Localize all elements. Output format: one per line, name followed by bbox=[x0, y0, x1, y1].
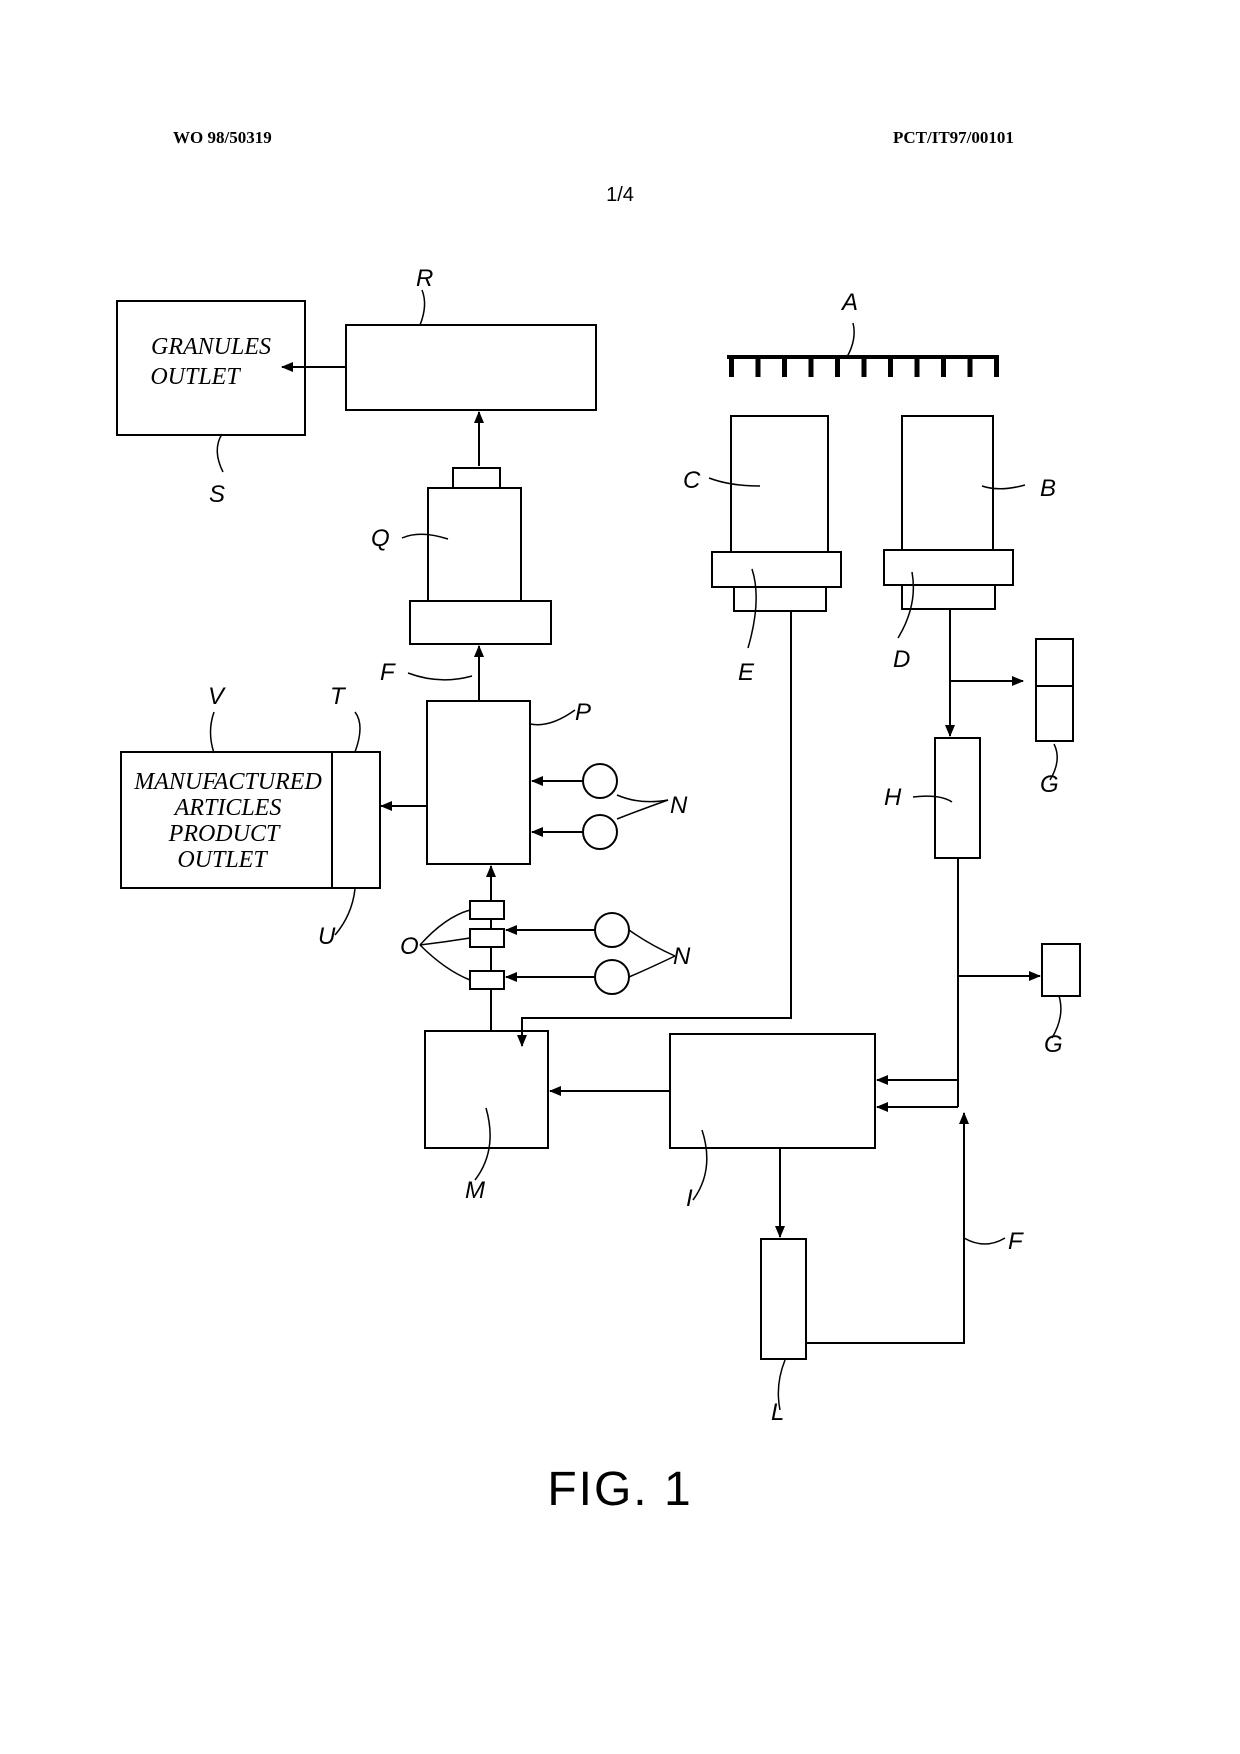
label-o: O bbox=[400, 933, 419, 960]
granules-outlet-line-2: OUTLET bbox=[150, 364, 241, 390]
box-l bbox=[760, 1238, 807, 1360]
comb-tooth bbox=[755, 355, 761, 377]
label-l: L bbox=[771, 1399, 784, 1426]
box-g-top bbox=[1035, 638, 1074, 742]
comb-tooth bbox=[914, 355, 920, 377]
label-a: A bbox=[840, 289, 858, 316]
label-v: V bbox=[208, 683, 226, 710]
label-i: I bbox=[686, 1185, 693, 1212]
label-d: D bbox=[893, 646, 910, 673]
label-t: T bbox=[330, 683, 347, 710]
comb-tooth bbox=[888, 355, 893, 377]
comb-tooth bbox=[941, 355, 946, 377]
sheet-number: 1/4 bbox=[606, 184, 634, 206]
product-outlet-box bbox=[120, 751, 381, 889]
product-outlet-line-2: ARTICLES bbox=[173, 795, 282, 821]
ports-o bbox=[469, 900, 505, 990]
comb-a bbox=[727, 355, 999, 377]
comb-tooth bbox=[835, 355, 840, 377]
comb-tooth bbox=[994, 355, 999, 377]
product-outlet-line-1: MANUFACTURED bbox=[133, 769, 322, 795]
label-f-bottom: F bbox=[1008, 1228, 1024, 1255]
label-p: P bbox=[575, 699, 591, 726]
label-u: U bbox=[318, 923, 336, 950]
unit-c-e bbox=[711, 415, 842, 612]
box-r bbox=[345, 324, 597, 411]
label-b: B bbox=[1040, 475, 1056, 502]
box-p bbox=[426, 700, 531, 865]
unit-q bbox=[409, 467, 552, 645]
application-number: PCT/IT97/00101 bbox=[893, 128, 1014, 147]
label-n-bottom: N bbox=[673, 943, 691, 970]
comb-tooth bbox=[861, 355, 867, 377]
box-g-bottom bbox=[1041, 943, 1081, 997]
label-g-bottom: G bbox=[1044, 1031, 1063, 1058]
comb-tooth bbox=[808, 355, 814, 377]
product-outlet-line-4: OUTLET bbox=[177, 847, 268, 873]
granules-outlet-text: GRANULES OUTLET bbox=[150, 334, 271, 390]
label-f-top: F bbox=[380, 659, 396, 686]
label-c: C bbox=[683, 467, 701, 494]
label-r: R bbox=[416, 265, 433, 292]
label-m: M bbox=[465, 1177, 485, 1204]
flow-lines bbox=[281, 362, 1041, 1344]
label-s: S bbox=[209, 481, 225, 508]
label-n-top: N bbox=[670, 792, 688, 819]
comb-tooth bbox=[782, 355, 787, 377]
label-q: Q bbox=[371, 525, 390, 552]
box-i bbox=[669, 1033, 876, 1149]
unit-b-d bbox=[883, 415, 1014, 610]
label-h: H bbox=[884, 784, 902, 811]
feeders-n bbox=[582, 763, 630, 995]
comb-tooth bbox=[967, 355, 973, 377]
label-e: E bbox=[738, 659, 755, 686]
leader-lines bbox=[209, 289, 1062, 1411]
product-outlet-text: MANUFACTURED ARTICLES PRODUCT OUTLET bbox=[133, 769, 322, 873]
figure-caption: FIG. 1 bbox=[547, 1463, 692, 1516]
publication-number: WO 98/50319 bbox=[173, 128, 272, 147]
comb-tooth bbox=[729, 355, 734, 377]
box-m bbox=[424, 1030, 549, 1149]
granules-outlet-line-1: GRANULES bbox=[151, 334, 271, 360]
product-outlet-line-3: PRODUCT bbox=[168, 821, 281, 847]
label-g-top: G bbox=[1040, 771, 1059, 798]
